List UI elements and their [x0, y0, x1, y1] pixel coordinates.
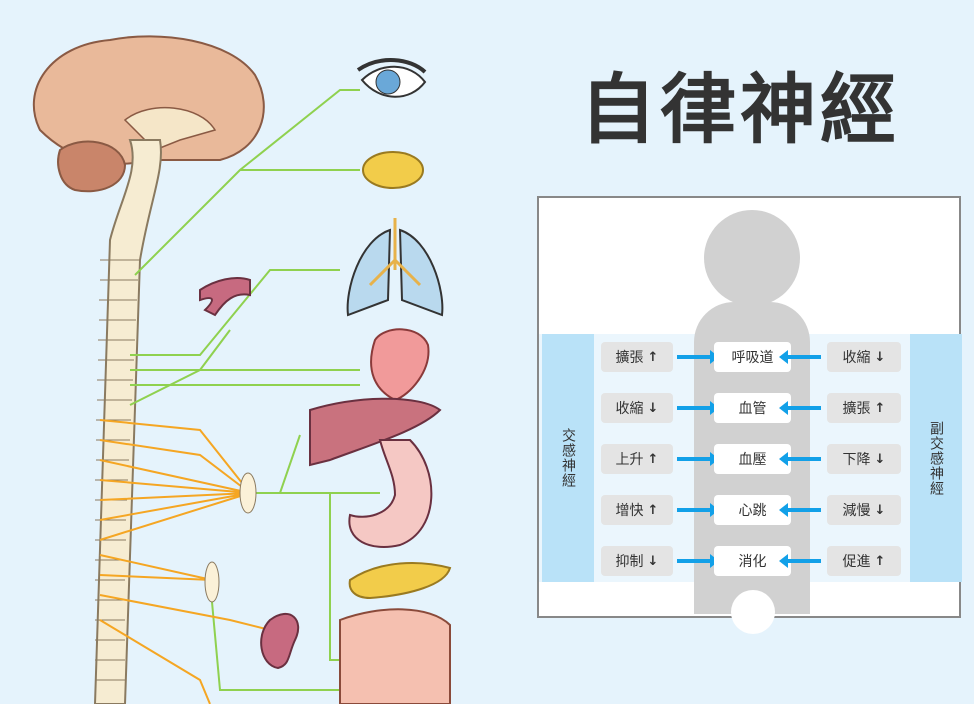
brain-icon	[32, 35, 265, 193]
direction-arrow-icon: ↑	[647, 451, 659, 467]
right-arrow-icon	[677, 554, 719, 568]
kidney-icon	[260, 613, 300, 670]
effect-row: 增快↑ 心跳 減慢↓	[539, 495, 959, 525]
body-silhouette-notch	[731, 590, 775, 634]
parasympathetic-effect: 減慢↓	[827, 495, 901, 525]
lungs-icon	[346, 218, 444, 317]
autonomic-effects-diagram: 交感神經 副交感神經 擴張↑ 呼吸道 收縮↓ 收縮↓ 血管 擴張↑ 上升↑ 血壓…	[537, 196, 962, 634]
body-silhouette-head	[704, 210, 800, 306]
sympathetic-effect: 擴張↑	[601, 342, 673, 372]
salivary-gland-icon	[362, 151, 424, 189]
nervous-system-illustration	[32, 35, 452, 704]
right-arrow-icon	[677, 350, 719, 364]
direction-arrow-icon: ↓	[874, 451, 886, 467]
eye-icon	[356, 58, 427, 98]
direction-arrow-icon: ↑	[647, 502, 659, 518]
left-arrow-icon	[779, 554, 821, 568]
effect-row: 收縮↓ 血管 擴張↑	[539, 393, 959, 423]
left-arrow-icon	[779, 503, 821, 517]
right-arrow-icon	[677, 452, 719, 466]
organ-label: 消化	[714, 546, 791, 576]
parasympathetic-label: 副交感神經	[910, 334, 962, 582]
parasympathetic-effect: 促進↑	[827, 546, 901, 576]
parasympathetic-effect-text: 減慢	[842, 503, 871, 519]
sympathetic-effect-text: 上升	[615, 452, 644, 468]
direction-arrow-icon: ↑	[647, 349, 659, 365]
sympathetic-effect: 增快↑	[601, 495, 673, 525]
sympathetic-effect-text: 增快	[615, 503, 644, 519]
parasympathetic-effect-text: 收縮	[842, 350, 871, 366]
sympathetic-effect-text: 擴張	[615, 350, 644, 366]
organ-label: 心跳	[714, 495, 791, 525]
parasympathetic-effect-text: 促進	[842, 554, 871, 570]
blood-vessel-icon	[199, 277, 251, 317]
sympathetic-effect-text: 抑制	[615, 554, 644, 570]
left-arrow-icon	[779, 350, 821, 364]
parasympathetic-effect: 下降↓	[827, 444, 901, 474]
sympathetic-effect: 上升↑	[601, 444, 673, 474]
direction-arrow-icon: ↑	[874, 400, 886, 416]
direction-arrow-icon: ↓	[647, 400, 659, 416]
effect-row: 抑制↓ 消化 促進↑	[539, 546, 959, 576]
direction-arrow-icon: ↓	[874, 502, 886, 518]
sympathetic-nerves	[99, 419, 271, 704]
direction-arrow-icon: ↑	[874, 553, 886, 569]
organ-label: 血壓	[714, 444, 791, 474]
sympathetic-label: 交感神經	[542, 334, 594, 582]
organ-label: 呼吸道	[714, 342, 791, 372]
pancreas-icon	[348, 562, 452, 600]
sympathetic-effect: 收縮↓	[601, 393, 673, 423]
liver-icon	[309, 397, 442, 467]
stomach-icon	[348, 439, 433, 548]
sympathetic-effect-text: 收縮	[615, 401, 644, 417]
direction-arrow-icon: ↓	[874, 349, 886, 365]
effect-row: 上升↑ 血壓 下降↓	[539, 444, 959, 474]
right-arrow-icon	[677, 401, 719, 415]
right-arrow-icon	[677, 503, 719, 517]
page-title: 自律神經	[580, 65, 900, 154]
parasympathetic-effect: 收縮↓	[827, 342, 901, 372]
parasympathetic-effect-text: 擴張	[842, 401, 871, 417]
left-arrow-icon	[779, 401, 821, 415]
effect-row: 擴張↑ 呼吸道 收縮↓	[539, 342, 959, 372]
parasympathetic-nerves	[129, 89, 380, 691]
organ-label: 血管	[714, 393, 791, 423]
left-arrow-icon	[779, 452, 821, 466]
parasympathetic-effect: 擴張↑	[827, 393, 901, 423]
sympathetic-effect: 抑制↓	[601, 546, 673, 576]
parasympathetic-effect-text: 下降	[842, 452, 871, 468]
heart-icon	[370, 328, 430, 402]
intestine-icon	[339, 608, 451, 704]
direction-arrow-icon: ↓	[647, 553, 659, 569]
